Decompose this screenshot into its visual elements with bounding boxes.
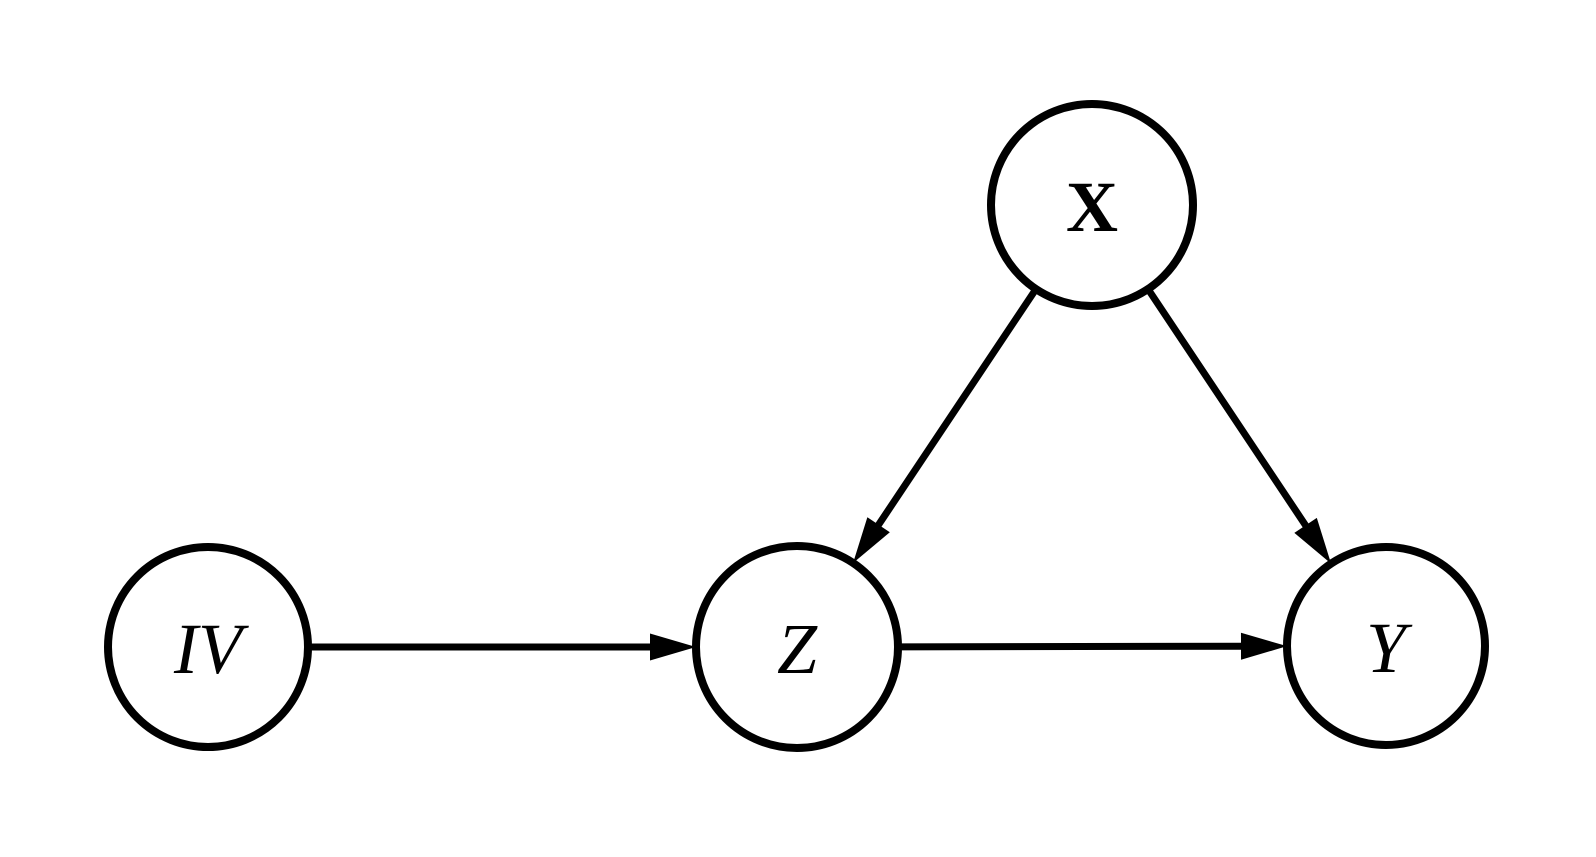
arrowhead-icon	[853, 517, 890, 563]
arrowhead-icon	[1240, 632, 1288, 660]
node-circle-IV	[104, 543, 312, 751]
node-Y: Y	[1283, 543, 1489, 749]
node-label-X: X	[1066, 167, 1118, 247]
edge-X-Z	[853, 287, 1039, 563]
node-X: X	[987, 100, 1197, 310]
edge-line	[1145, 287, 1311, 531]
node-Z: Z	[692, 542, 902, 752]
edge-line	[873, 287, 1039, 531]
arrowhead-icon	[650, 633, 696, 661]
node-label-IV: IV	[173, 609, 249, 689]
edge-X-Y	[1145, 287, 1332, 564]
node-IV: IV	[104, 543, 312, 751]
edges-layer	[308, 287, 1332, 661]
node-circle-Y	[1283, 543, 1489, 749]
nodes-layer: IV Z X Y	[104, 100, 1489, 752]
edge-line	[897, 642, 1246, 651]
node-circle-X	[987, 100, 1197, 310]
node-label-Z: Z	[777, 609, 818, 689]
edge-IV-Z	[308, 633, 696, 661]
edge-Z-Y	[897, 632, 1288, 660]
node-circle-Z	[692, 542, 902, 752]
arrowhead-icon	[1294, 517, 1332, 564]
node-label-Y: Y	[1366, 608, 1413, 688]
